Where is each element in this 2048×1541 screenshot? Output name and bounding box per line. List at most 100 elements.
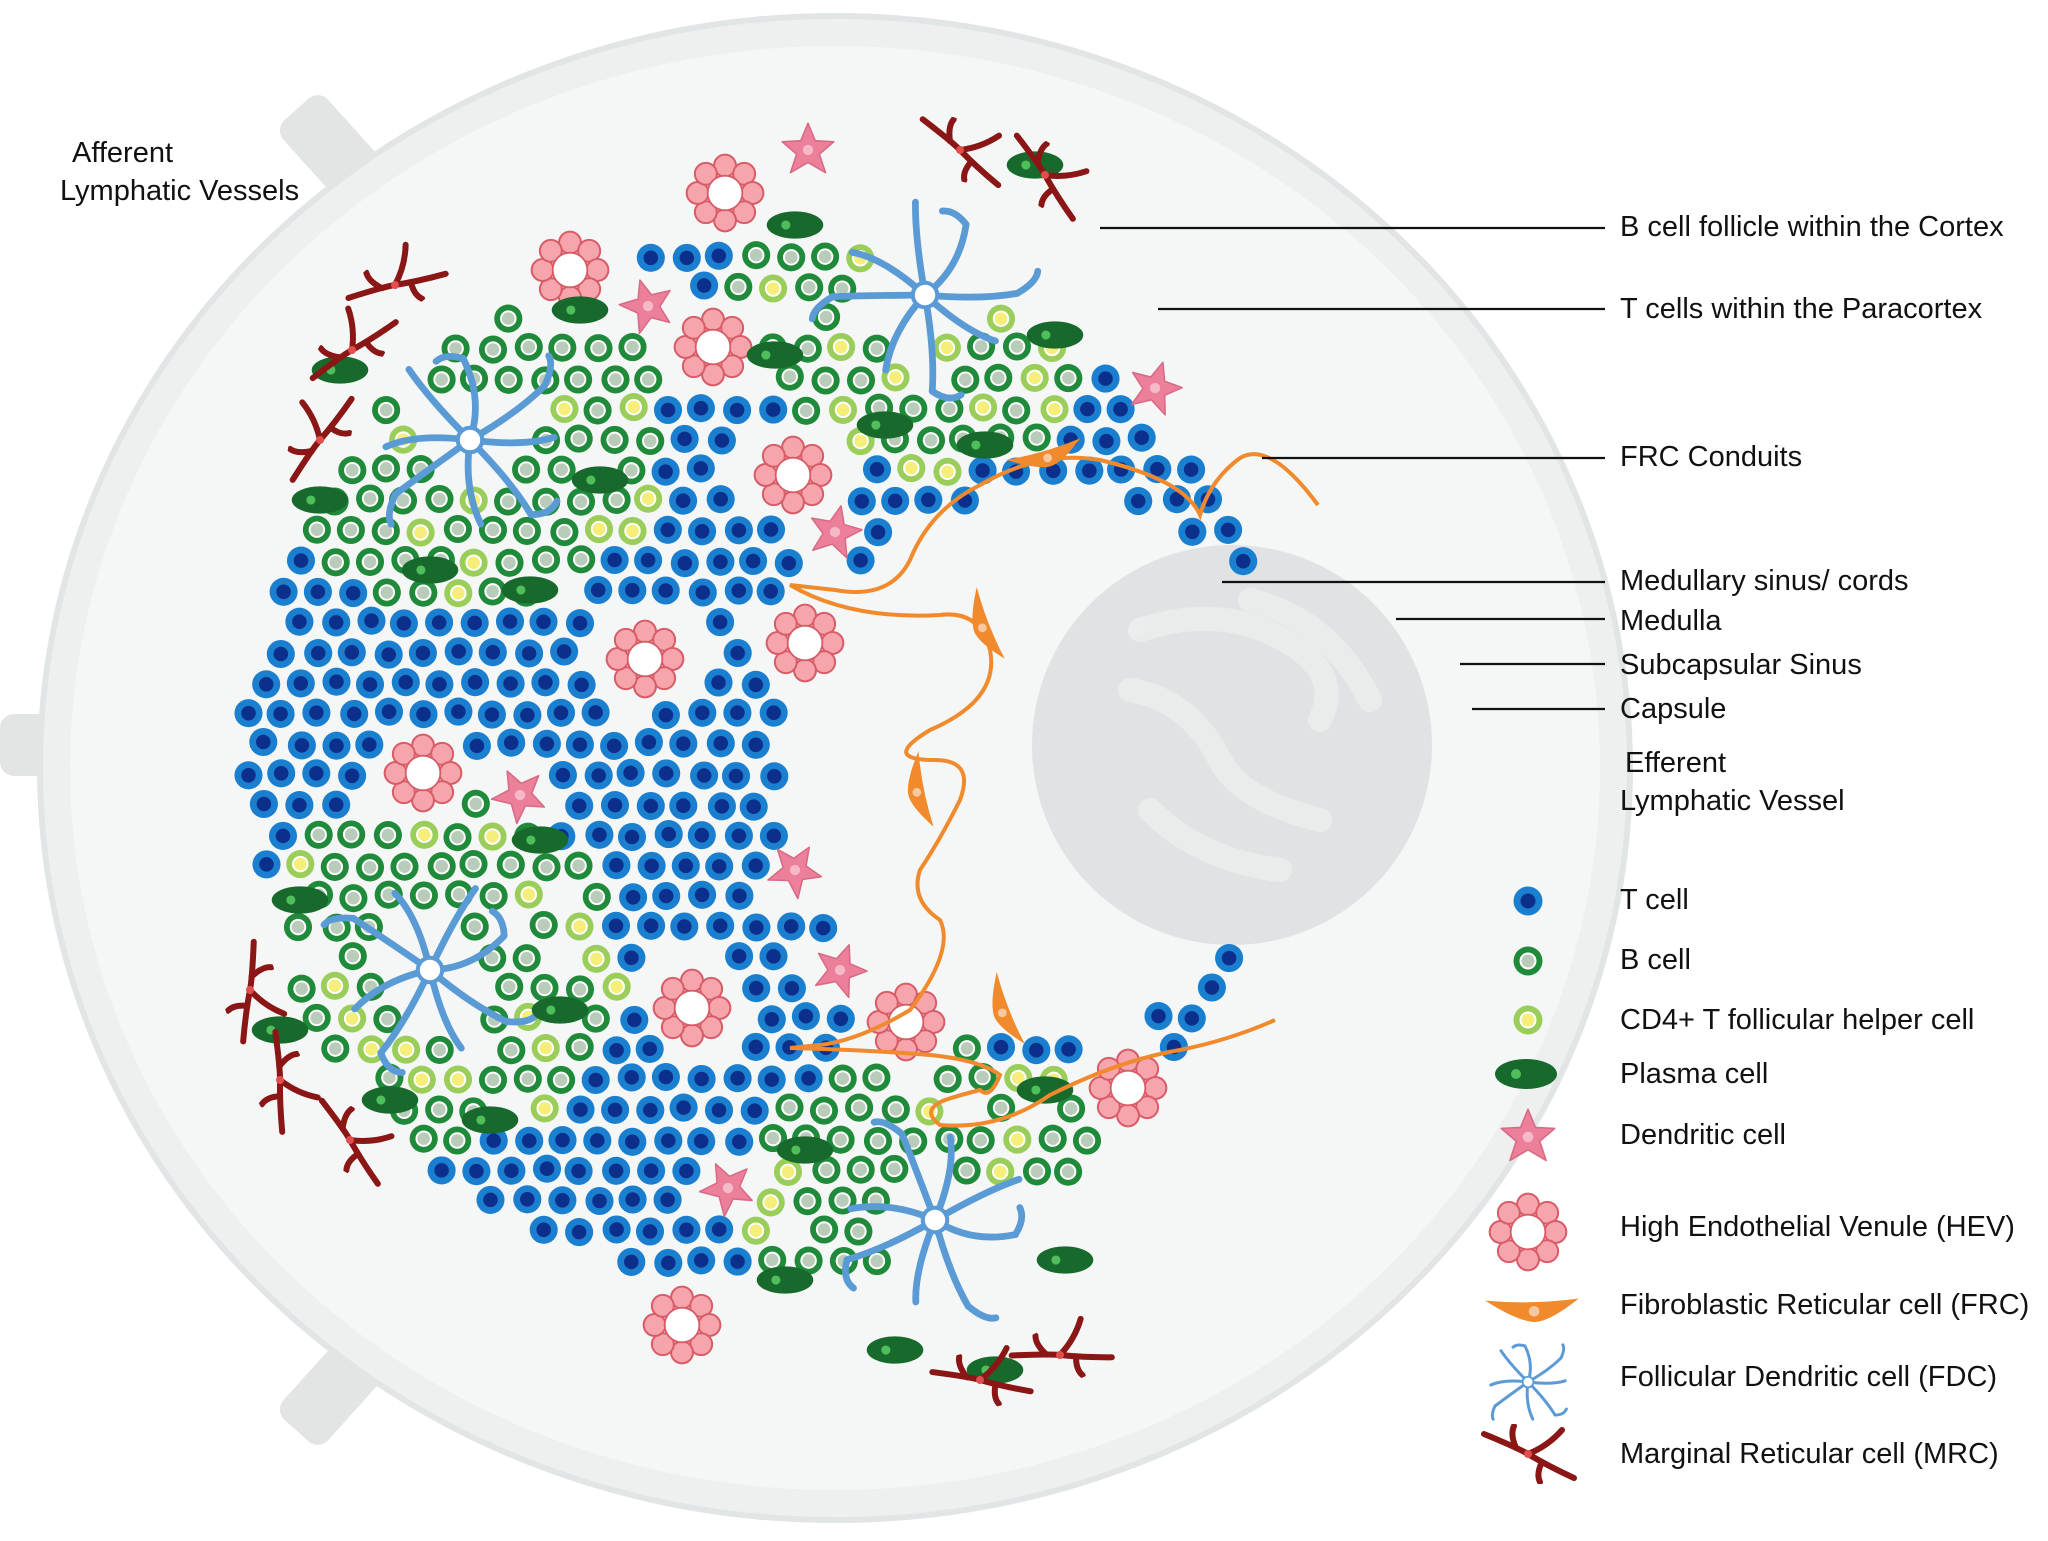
efferent-label-line1: Efferent xyxy=(1625,747,1726,779)
t-cell xyxy=(741,851,770,880)
tfh-cell-icon xyxy=(1513,1005,1543,1035)
b-cell xyxy=(372,578,401,607)
t-cell xyxy=(601,911,631,940)
t-cell xyxy=(688,517,717,546)
t-cell xyxy=(620,1005,649,1034)
t-cell xyxy=(651,1062,680,1092)
t-cell xyxy=(1159,1032,1188,1062)
t-cell-icon xyxy=(1513,886,1543,916)
b-cell xyxy=(584,334,613,363)
legend-label: CD4+ T follicular helper cell xyxy=(1620,1004,1974,1036)
t-cell xyxy=(532,729,561,758)
t-cell xyxy=(565,1218,594,1247)
t-cell xyxy=(287,731,316,760)
t-cell xyxy=(687,1064,716,1094)
t-cell xyxy=(725,1127,754,1156)
t-cell xyxy=(826,1004,855,1033)
legend-item-dendritic-cell: Dendritic cell xyxy=(1500,1108,1786,1162)
t-cell xyxy=(690,271,719,300)
t-cell xyxy=(338,761,367,790)
plasma-cell xyxy=(746,341,804,369)
t-cell xyxy=(756,577,785,606)
hev-icon xyxy=(1488,1192,1568,1272)
b-cell xyxy=(811,242,840,271)
t-cell xyxy=(252,850,281,879)
t-cell xyxy=(322,667,351,696)
tfh-cell xyxy=(530,1094,559,1123)
plasma-cell xyxy=(956,431,1014,459)
b-cell xyxy=(634,365,663,394)
t-cell xyxy=(618,576,647,605)
t-cell xyxy=(548,1186,577,1215)
t-cell xyxy=(634,728,663,757)
t-cell xyxy=(478,638,507,667)
t-cell xyxy=(513,1185,542,1214)
t-cell xyxy=(669,486,698,515)
b-cell xyxy=(1054,364,1083,393)
t-cell xyxy=(741,670,770,699)
t-cell xyxy=(462,1157,491,1186)
tfh-cell xyxy=(565,912,594,941)
b-cell xyxy=(339,884,368,913)
t-cell xyxy=(234,699,263,728)
b-cell xyxy=(1022,423,1051,452)
frc-conduits-label: FRC Conduits xyxy=(1620,441,1802,473)
t-cell xyxy=(546,698,576,727)
plasma-cell xyxy=(776,1136,834,1164)
b-cell xyxy=(443,1126,472,1155)
t-cell xyxy=(756,515,786,544)
t-cell xyxy=(1214,515,1243,544)
t-cell xyxy=(461,668,490,697)
b-cell xyxy=(844,1217,873,1246)
b-cell xyxy=(336,515,365,545)
t-cell xyxy=(495,607,525,636)
tfh-cell xyxy=(478,822,507,851)
b-cell xyxy=(845,1093,874,1122)
b-cell xyxy=(497,1036,526,1065)
b-cell xyxy=(304,820,333,849)
b-cell xyxy=(862,1063,891,1092)
legend-item-t-cell: T cell xyxy=(1513,884,1689,916)
t-cell xyxy=(581,1065,610,1095)
b-cell xyxy=(532,853,561,882)
t-cell xyxy=(1091,364,1120,393)
t-cell xyxy=(617,1063,646,1092)
tfh-cell xyxy=(392,1035,421,1064)
t-cell xyxy=(1215,944,1244,973)
b-follicle-label: B cell follicle within the Cortex xyxy=(1620,211,2004,243)
b-cell xyxy=(372,396,401,425)
t-cell xyxy=(862,455,892,484)
t-cell xyxy=(704,241,733,270)
t-cell xyxy=(322,608,351,637)
b-cell xyxy=(512,455,541,484)
t-cell xyxy=(777,974,806,1003)
t-cell xyxy=(408,638,437,668)
b-cell xyxy=(547,1065,576,1094)
t-cell xyxy=(584,575,613,605)
fdc-icon xyxy=(1489,1343,1568,1421)
tfh-cell xyxy=(619,393,648,422)
b-cell xyxy=(478,515,508,544)
t-cell xyxy=(742,974,771,1003)
t-cell xyxy=(462,731,491,760)
t-cell xyxy=(409,700,438,729)
t-cell xyxy=(477,700,506,729)
b-cell xyxy=(828,1064,857,1093)
tfh-cell xyxy=(897,454,926,483)
b-cell xyxy=(460,912,489,941)
t-cell xyxy=(670,424,699,453)
tfh-cell xyxy=(827,332,856,362)
tfh-cell xyxy=(286,850,315,879)
tfh-cell xyxy=(459,548,488,577)
t-cell xyxy=(669,1093,698,1122)
legend: T cell B cell CD4+ T follicular helper c… xyxy=(1484,884,2029,1482)
t-cell xyxy=(794,1064,823,1093)
medulla-label: Medulla xyxy=(1620,605,1722,637)
plasma-cell-icon xyxy=(1495,1059,1557,1089)
plasma-cell xyxy=(856,411,914,439)
t-cell xyxy=(497,1156,526,1185)
t-cell xyxy=(687,1127,716,1156)
t-cell xyxy=(529,1215,558,1244)
b-cell xyxy=(1054,1157,1083,1186)
